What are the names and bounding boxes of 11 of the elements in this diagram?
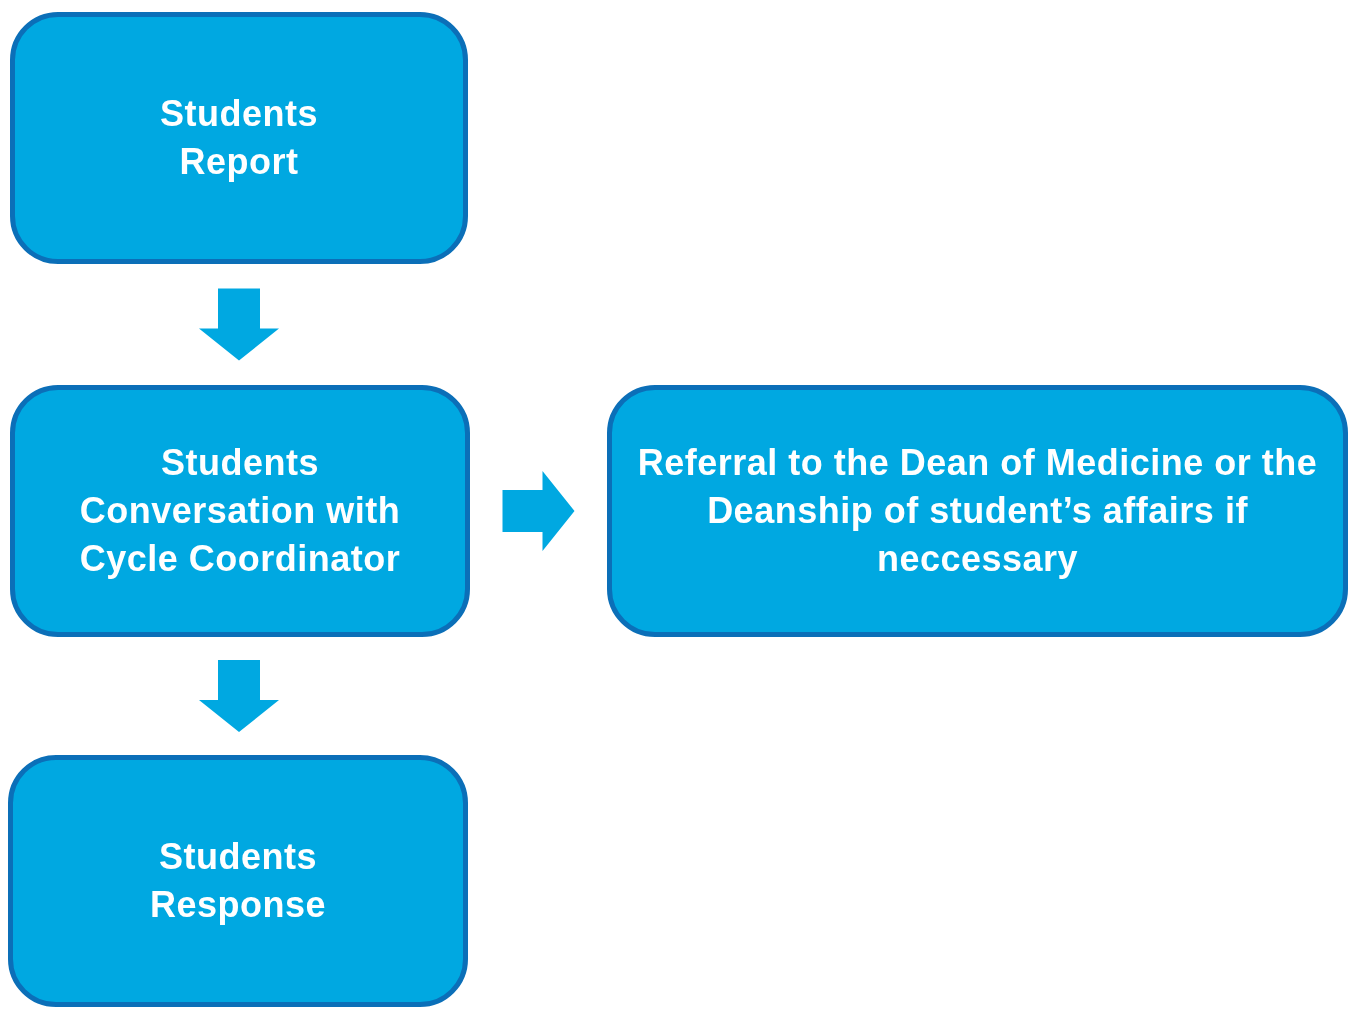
process-box: [8, 755, 468, 1007]
box-label: Students Report: [159, 92, 319, 184]
process-box: [10, 12, 468, 264]
block-arrow: [199, 288, 279, 361]
box-label: Referral to the Dean of Medicine or the Deanship of student’s affairs if neccessary: [637, 441, 1318, 581]
process-box: [607, 385, 1348, 637]
process-box: [10, 385, 470, 637]
box-label: Students Response: [148, 835, 328, 927]
block-arrow: [199, 660, 279, 732]
box-label: Students Conversation with Cycle Coordinator: [78, 441, 402, 581]
block-arrow: [502, 471, 575, 551]
